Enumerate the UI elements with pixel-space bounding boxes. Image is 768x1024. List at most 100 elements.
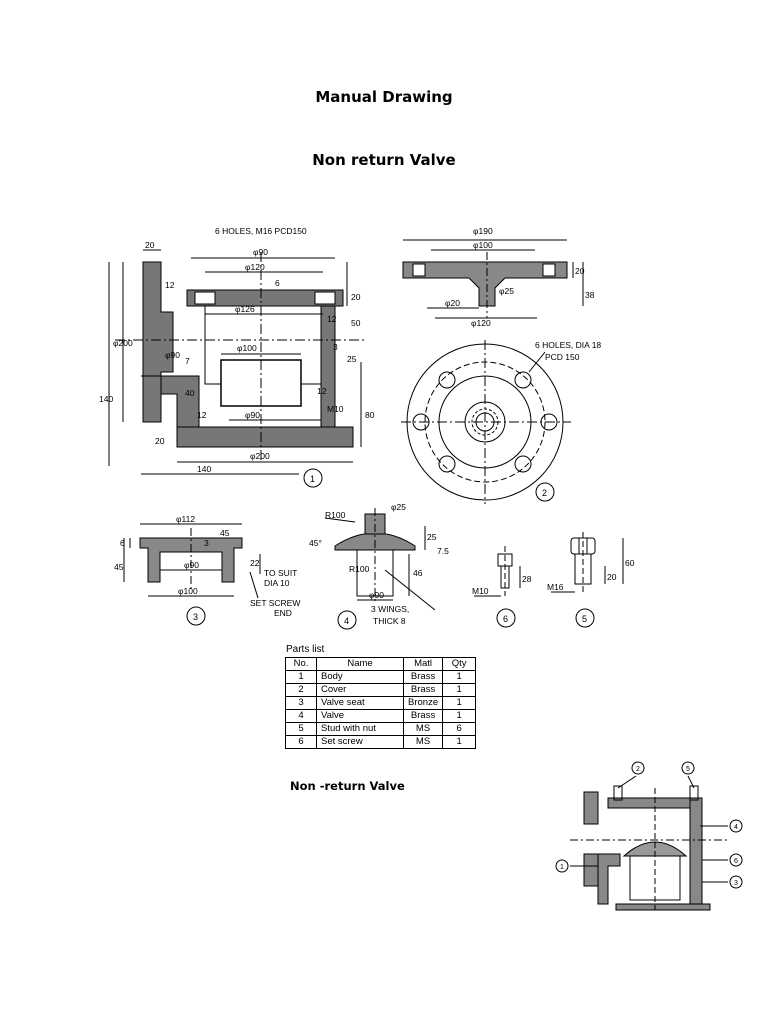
cell-qty: 1 [442,696,477,710]
cell-name: Set screw [316,735,404,749]
table-row: 6 Set screw MS 1 [285,735,477,749]
fig3-note-end: END [274,608,292,618]
figure-assembly: 2 5 4 1 6 3 [555,761,743,911]
col-name: Name [316,657,404,671]
fig1-dim-6: 6 [275,278,280,288]
fig1-note-holes: 6 HOLES, M16 PCD150 [215,226,307,236]
fig2-dim-phi120: φ120 [471,318,491,328]
fig1-balloon [303,468,323,488]
fig1-dim-phi120: φ120 [245,262,265,272]
assembly-label-2: 2 [636,766,640,773]
fig1-dim-20-top: 20 [145,240,155,250]
parts-list-table: No. Name Matl Qty 1 Body Brass 1 2 Cover… [285,657,477,749]
cell-matl: MS [402,722,444,736]
figure-valve: R100 φ25 45° 25 7.5 R100 46 φ90 3 WINGS,… [309,502,449,630]
fig2-dim-phi100: φ100 [473,240,493,250]
parts-list-header: No. Name Matl Qty [285,657,477,671]
fig3-dim-phi90: φ90 [184,560,199,570]
fig5a-dim-m: M10 [472,586,489,596]
fig4-note-thick: THICK 8 [373,616,406,626]
table-row: 1 Body Brass 1 [285,670,477,684]
fig1-dim-12b: 12 [327,314,337,324]
col-no: No. [285,657,317,671]
fig3-dim-phi112: φ112 [176,514,195,524]
fig4-dim-46: 46 [413,568,423,578]
col-matl: Matl [402,657,444,671]
assembly-label-6: 6 [734,858,738,865]
cell-matl: Brass [402,683,444,697]
fig4-dim-phi90: φ90 [369,590,384,600]
fig3-dim-3: 3 [204,538,209,548]
fig1-dim-50: 50 [351,318,361,328]
fig1-dim-phi126: φ126 [235,304,255,314]
cell-qty: 1 [442,683,477,697]
fig2-label: 2 [542,488,547,498]
fig2-dim-phi25: φ25 [499,286,514,296]
cell-no: 4 [285,709,317,723]
page-subtitle: Non return Valve [312,151,456,169]
parts-list-title: Parts list [286,644,325,655]
fig1-dim-140-v: 140 [99,394,113,404]
cell-name: Stud with nut [316,722,404,736]
fig2-dim-phi20: φ20 [445,298,460,308]
fig1-label: 1 [310,474,315,484]
fig1-dim-140: 140 [197,464,211,474]
fig3-dim-22: 22 [250,558,260,568]
fig4-label: 4 [344,616,349,626]
cell-qty: 1 [442,670,477,684]
fig5b-label: 5 [582,614,587,624]
fig1-dim-7: 7 [185,356,190,366]
fig3-dim-45b: 45 [220,528,230,538]
fig1-dim-12d: 12 [317,386,327,396]
cell-name: Cover [316,683,404,697]
figure-body-section: 6 HOLES, M16 PCD150 20 φ90 φ120 6 12 20 … [99,226,375,488]
fig4-dim-75: 7.5 [437,546,449,556]
cell-qty: 6 [442,722,477,736]
figure-stud: M16 20 60 5 [547,532,635,628]
fig4-dim-r100: R100 [325,510,346,520]
fig1-dim-20-b: 20 [155,436,165,446]
fig3-note-set-screw: SET SCREW [250,598,300,608]
page-title: Manual Drawing [315,88,453,106]
cell-name: Body [316,670,404,684]
fig3-note-dia: DIA 10 [264,578,290,588]
fig1-dim-12c: 12 [197,410,207,420]
fig2-note-holes: 6 HOLES, DIA 18 [535,340,601,350]
fig1-dim-12a: 12 [165,280,175,290]
fig1-dim-phi90b: φ90 [245,410,260,420]
fig2-dim-38: 38 [585,290,595,300]
fig3-dim-45: 45 [114,562,124,572]
assembly-caption: Non -return Valve [290,779,405,793]
assembly-label-1: 1 [560,864,564,871]
figure-set-screw: M10 28 6 [472,546,532,628]
fig5a-dim-28: 28 [522,574,532,584]
cell-name: Valve seat [316,696,404,710]
cell-no: 1 [285,670,317,684]
fig1-dim-25: 25 [347,354,357,364]
cell-no: 5 [285,722,317,736]
table-row: 4 Valve Brass 1 [285,709,477,723]
fig1-dim-20r: 20 [351,292,361,302]
fig5a-label: 6 [503,614,508,624]
table-row: 2 Cover Brass 1 [285,683,477,697]
fig1-dim-40: 40 [185,388,195,398]
table-row: 5 Stud with nut MS 6 [285,722,477,736]
cell-matl: MS [402,735,444,749]
fig2-note-pcd: PCD 150 [545,352,580,362]
assembly-label-4: 4 [734,824,738,831]
col-qty: Qty [442,657,477,671]
fig4-dim-45deg: 45° [309,538,322,548]
fig3-dim-6: 6 [120,538,125,548]
cell-name: Valve [316,709,404,723]
figure-valve-seat: φ112 6 3 45 45 22 φ90 φ100 TO SUIT DIA 1… [114,514,300,626]
assembly-label-5: 5 [686,766,690,773]
fig5b-dim-m: M16 [547,582,564,592]
fig1-dim-phi200-v: φ200 [113,338,133,348]
figure-cover: φ190 φ100 20 φ25 38 φ20 φ120 6 HOLES, DI… [401,226,601,504]
fig4-dim-25: 25 [427,532,437,542]
fig1-dim-m10: M10 [327,404,344,414]
cell-no: 2 [285,683,317,697]
fig4-note-wings: 3 WINGS, [371,604,409,614]
fig1-dim-phi90: φ90 [253,247,268,257]
fig1-dim-80: 80 [365,410,375,420]
